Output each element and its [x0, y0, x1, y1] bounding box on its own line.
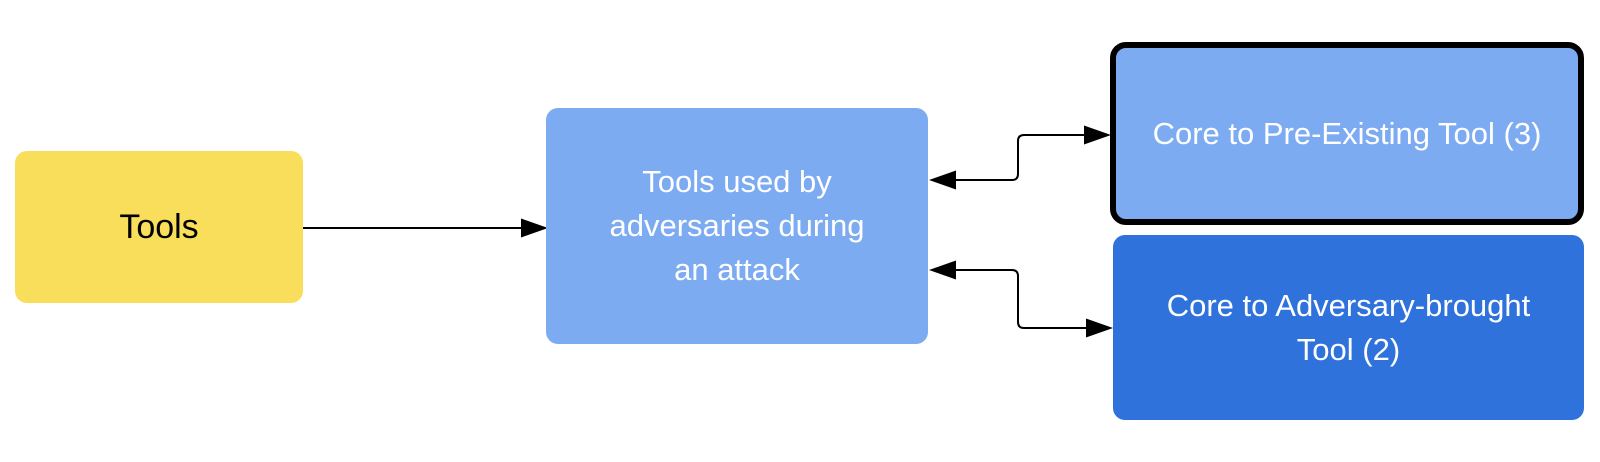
node-core-to-pre-existing-tool: Core to Pre-Existing Tool (3): [1110, 42, 1584, 225]
arrowhead-left-icon: [929, 170, 956, 190]
connector-center-to-pre-existing: [929, 125, 1111, 190]
node-center-label: Tools used by adversaries during an atta…: [609, 164, 865, 287]
node-tools-used-by-adversaries: Tools used by adversaries during an atta…: [546, 108, 928, 344]
node-pre-existing-label: Core to Pre-Existing Tool (3): [1152, 115, 1542, 151]
connector-center-to-adversary-brought: [929, 260, 1113, 338]
node-adversary-brought-label: Core to Adversary-brought Tool (2): [1166, 287, 1531, 367]
arrowhead-right-icon: [1086, 318, 1113, 338]
connector-line: [955, 134, 1087, 181]
node-tools-label: Tools: [119, 208, 199, 246]
arrowhead-right-icon: [521, 218, 548, 238]
connector-tools-to-center: [303, 218, 548, 238]
node-tools: Tools: [15, 151, 303, 303]
node-core-to-adversary-brought-tool: Core to Adversary-brought Tool (2): [1113, 235, 1584, 420]
connector-line: [955, 269, 1089, 329]
arrowhead-left-icon: [929, 260, 956, 280]
arrowhead-right-icon: [1084, 125, 1111, 145]
